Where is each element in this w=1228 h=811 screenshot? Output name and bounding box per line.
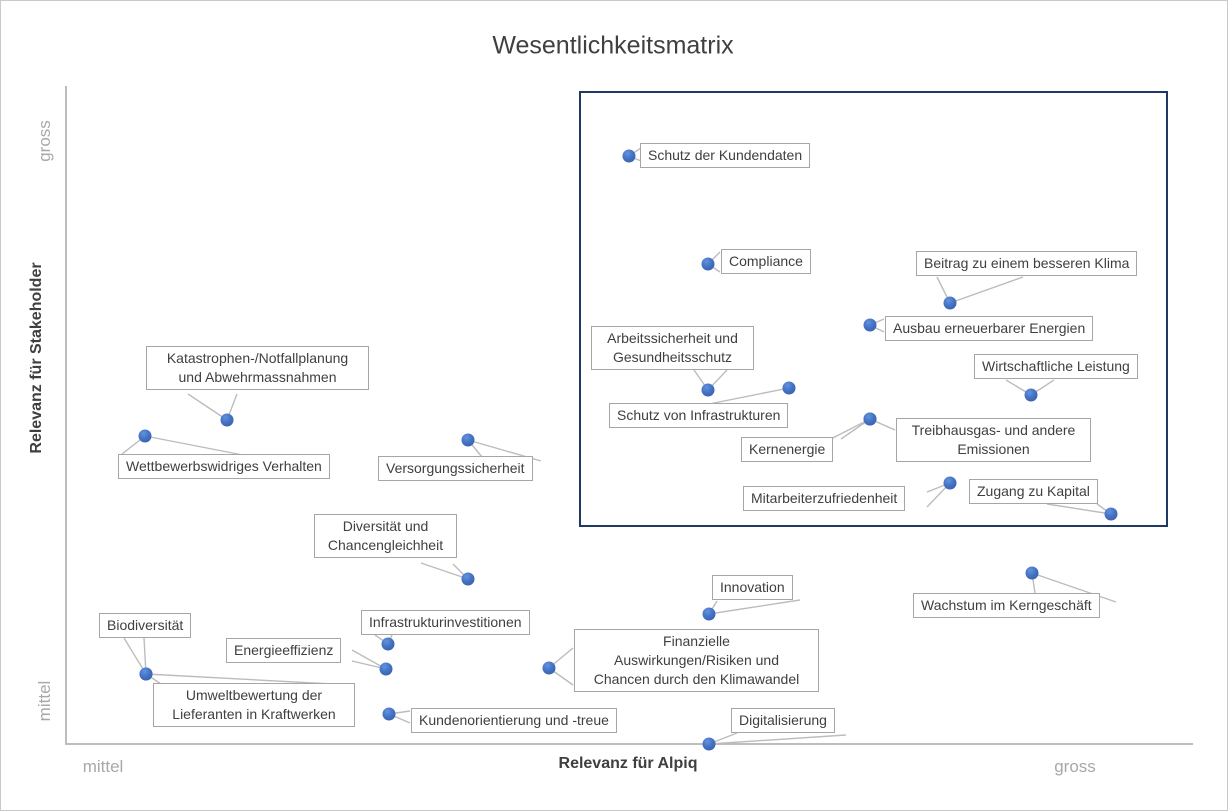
data-point-umweltbewertung-lieferanten bbox=[139, 667, 153, 681]
leader-line-wettbewerbswidriges-verhalten bbox=[144, 435, 249, 457]
data-point-ausbau-erneuerbarer-energien bbox=[863, 318, 877, 332]
point-label-digitalisierung: Digitalisierung bbox=[731, 708, 835, 733]
data-point-arbeitssicherheit-gesundheitsschutz bbox=[701, 383, 715, 397]
point-label-wachstum-kerngeschaeft: Wachstum im Kerngeschäft bbox=[913, 593, 1100, 618]
data-point-katastrophen-notfallplanung bbox=[220, 413, 234, 427]
point-label-innovation: Innovation bbox=[712, 575, 793, 600]
point-label-kundenorientierung-treue: Kundenorientierung und -treue bbox=[411, 708, 617, 733]
point-label-compliance: Compliance bbox=[721, 249, 811, 274]
leader-line-innovation bbox=[708, 599, 801, 615]
chart-title: Wesentlichkeitsmatrix bbox=[492, 31, 734, 60]
point-label-schutz-der-kundendaten: Schutz der Kundendaten bbox=[640, 143, 811, 168]
x-axis-line bbox=[65, 743, 1193, 745]
data-point-digitalisierung bbox=[702, 737, 716, 751]
data-point-beitrag-besseres-klima bbox=[943, 296, 957, 310]
point-label-biodiversitaet: Biodiversität bbox=[99, 613, 192, 638]
data-point-wettbewerbswidriges-verhalten bbox=[138, 429, 152, 443]
data-point-wirtschaftliche-leistung bbox=[1024, 388, 1038, 402]
data-point-wachstum-kerngeschaeft bbox=[1025, 566, 1039, 580]
point-label-zugang-zu-kapital: Zugang zu Kapital bbox=[969, 479, 1098, 504]
point-label-beitrag-besseres-klima: Beitrag zu einem besseren Klima bbox=[916, 251, 1138, 276]
y-axis-min-label: mittel bbox=[35, 680, 54, 722]
point-label-mitarbeiterzufriedenheit: Mitarbeiterzufriedenheit bbox=[743, 486, 906, 511]
y-axis-line bbox=[65, 86, 67, 744]
data-point-infrastrukturinvestitionen bbox=[381, 637, 395, 651]
data-point-finanzielle-klimawandel bbox=[542, 661, 556, 675]
data-point-versorgungssicherheit bbox=[461, 433, 475, 447]
y-axis-max-label: gross bbox=[35, 120, 54, 162]
data-point-diversitaet-chancengleichheit bbox=[461, 572, 475, 586]
point-label-schutz-von-infrastrukturen: Schutz von Infrastrukturen bbox=[609, 403, 789, 428]
point-label-wirtschaftliche-leistung: Wirtschaftliche Leistung bbox=[974, 354, 1138, 379]
point-label-wettbewerbswidriges-verhalten: Wettbewerbswidriges Verhalten bbox=[118, 454, 330, 479]
data-point-schutz-der-kundendaten bbox=[622, 149, 636, 163]
point-label-ausbau-erneuerbarer-energien: Ausbau erneuerbarer Energien bbox=[885, 316, 1094, 341]
data-point-treibhausgas-emissionen bbox=[863, 412, 877, 426]
data-point-compliance bbox=[701, 257, 715, 271]
data-point-zugang-zu-kapital bbox=[1104, 507, 1118, 521]
x-axis-min-label: mittel bbox=[82, 757, 124, 776]
x-axis-title: Relevanz für Alpiq bbox=[558, 755, 698, 772]
data-point-kundenorientierung-treue bbox=[382, 707, 396, 721]
priority-quadrant-box bbox=[579, 91, 1168, 527]
point-label-energieeffizienz: Energieeffizienz bbox=[226, 638, 342, 663]
point-label-kernenergie: Kernenergie bbox=[741, 437, 834, 462]
point-label-versorgungssicherheit: Versorgungssicherheit bbox=[378, 456, 533, 481]
data-point-schutz-von-infrastrukturen bbox=[782, 381, 796, 395]
data-point-innovation bbox=[702, 607, 716, 621]
y-axis-title: Relevanz für Stakeholder bbox=[28, 262, 45, 454]
data-point-energieeffizienz bbox=[379, 662, 393, 676]
x-axis-max-label: gross bbox=[1054, 757, 1096, 776]
point-label-infrastrukturinvestitionen: Infrastrukturinvestitionen bbox=[361, 610, 530, 635]
data-point-mitarbeiterzufriedenheit bbox=[943, 476, 957, 490]
